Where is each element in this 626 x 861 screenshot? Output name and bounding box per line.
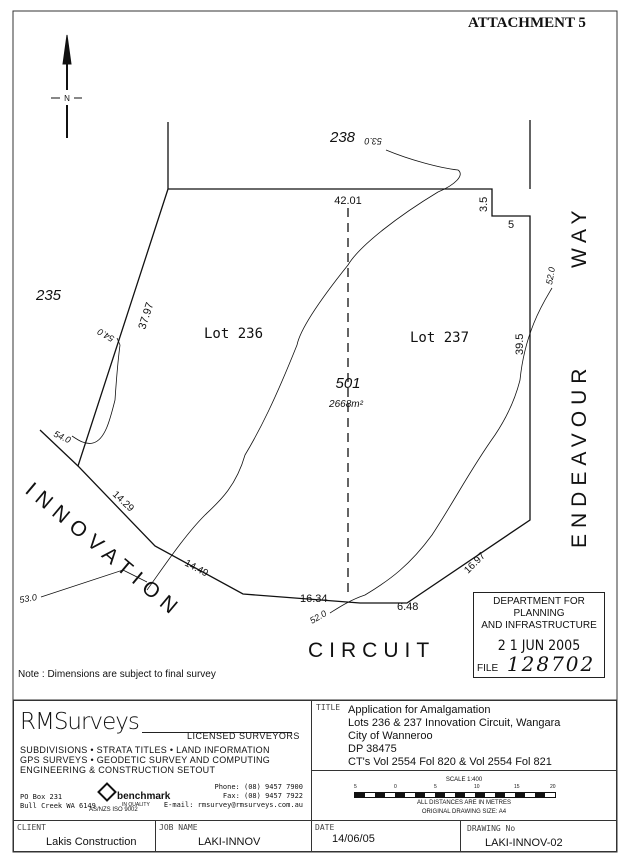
drawing-size: ORIGINAL DRAWING SIZE: A4 bbox=[421, 809, 507, 815]
company-email: E-mail: rmsurvey@rmsurveys.com.au bbox=[163, 801, 303, 809]
approval-stamp: DEPARTMENT FOR PLANNING AND INFRASTRUCTU… bbox=[473, 592, 605, 678]
date-value: 14/06/05 bbox=[332, 833, 375, 845]
scale-ticks: 5 0 5 10 15 20 bbox=[354, 784, 556, 790]
stamp-file-number: 128702 bbox=[506, 652, 596, 676]
dim-frontage-2: 14.49 bbox=[183, 558, 211, 580]
north-arrow-icon bbox=[51, 34, 82, 138]
client-cell: CLIENT Lakis Construction bbox=[13, 820, 156, 852]
stamp-file-label: FILE bbox=[477, 663, 499, 674]
dim-frontage-3: 16.34 bbox=[300, 593, 328, 605]
street-way: WAY bbox=[568, 205, 591, 269]
contour-label: 52.0 bbox=[544, 266, 557, 285]
lot-238-label: 238 bbox=[329, 129, 356, 146]
survey-note: Note : Dimensions are subject to final s… bbox=[18, 669, 216, 680]
lot-235-label: 235 bbox=[35, 287, 62, 304]
stamp-line-2: AND INFRASTRUCTURE bbox=[481, 620, 597, 631]
lot-236-label: Lot 236 bbox=[204, 326, 263, 342]
contour-label: 53.0 bbox=[19, 592, 38, 605]
dim-top: 42.01 bbox=[334, 195, 362, 207]
job-value: LAKI-INNOV bbox=[198, 836, 261, 848]
company-phone: Phone: (08) 9457 7900 bbox=[214, 783, 303, 791]
dim-frontage-1: 14.29 bbox=[110, 489, 136, 514]
contour-lines bbox=[40, 149, 553, 614]
contour-label: 53.0 bbox=[364, 136, 382, 146]
lot-boundary bbox=[39, 120, 531, 604]
iso-cert: AS/NZS ISO 9002 bbox=[89, 807, 138, 813]
contour-label: 54.0 bbox=[96, 327, 116, 344]
dim-notch-vertical: 3.5 bbox=[478, 197, 490, 212]
job-cell: JOB NAME LAKI-INNOV bbox=[155, 820, 312, 852]
contour-label: 52.0 bbox=[308, 608, 328, 625]
benchmark-icon bbox=[97, 782, 117, 802]
scale-bar bbox=[354, 792, 556, 798]
client-value: Lakis Construction bbox=[46, 836, 137, 848]
company-service: ENGINEERING & CONSTRUCTION SETOUT bbox=[20, 765, 216, 775]
street-endeavour: ENDEAVOUR bbox=[568, 363, 591, 548]
stamp-date: 2 1 JUN 2005 bbox=[497, 638, 581, 654]
title-section: TITLE Application for Amalgamation Lots … bbox=[311, 700, 617, 771]
scale-label: SCALE 1:400 bbox=[445, 777, 483, 783]
benchmark-logo: benchmark IN QUALITY bbox=[97, 782, 170, 808]
title-line: DP 38475 bbox=[348, 743, 397, 755]
company-service: SUBDIVISIONS • STRATA TITLES • LAND INFO… bbox=[20, 745, 270, 755]
drawing-number-cell: DRAWING No LAKI-INNOV-02 bbox=[460, 820, 617, 852]
company-tagline: LICENSED SURVEYORS bbox=[187, 731, 300, 741]
dim-right: 39.5 bbox=[514, 334, 526, 355]
scale-section: SCALE 1:400 5 0 5 10 15 20 ALL DISTANCES… bbox=[311, 770, 617, 821]
title-line: City of Wanneroo bbox=[348, 730, 433, 742]
company-logo: RMSurveys bbox=[20, 709, 140, 735]
title-line: CT's Vol 2554 Fol 820 & Vol 2554 Fol 821 bbox=[348, 756, 552, 768]
dim-notch-horizontal: 5 bbox=[508, 219, 514, 231]
title-line: Application for Amalgamation bbox=[348, 704, 491, 716]
new-lot-number: 501 bbox=[335, 375, 360, 392]
drawing-frame bbox=[12, 10, 618, 853]
company-service: GPS SURVEYS • GEODETIC SURVEY AND COMPUT… bbox=[20, 755, 271, 765]
date-cell: DATE 14/06/05 bbox=[311, 820, 461, 852]
company-address-2: Bull Creek WA 6149 bbox=[20, 802, 96, 810]
dim-truncation: 16.97 bbox=[462, 550, 488, 576]
new-lot-area: 2668m² bbox=[328, 399, 364, 410]
title-label: TITLE bbox=[316, 703, 341, 712]
dim-left: 37.97 bbox=[136, 301, 156, 331]
company-fax: Fax: (08) 9457 7922 bbox=[222, 792, 303, 800]
contour-label: 54.0 bbox=[52, 429, 72, 445]
attachment-label: ATTACHMENT 5 bbox=[468, 15, 586, 31]
company-address-1: PO Box 231 bbox=[20, 793, 63, 801]
stamp-line-1: DEPARTMENT FOR PLANNING bbox=[493, 596, 585, 619]
distances-note: ALL DISTANCES ARE IN METRES bbox=[416, 800, 512, 806]
dim-frontage-4: 6.48 bbox=[397, 601, 418, 613]
drawing-number-value: LAKI-INNOV-02 bbox=[485, 837, 563, 849]
north-label: N bbox=[64, 94, 70, 103]
company-block: RMSurveys LICENSED SURVEYORS SUBDIVISION… bbox=[13, 700, 312, 821]
street-circuit: CIRCUIT bbox=[308, 639, 435, 662]
title-line: Lots 236 & 237 Innovation Circuit, Wanga… bbox=[348, 717, 561, 729]
lot-237-label: Lot 237 bbox=[410, 330, 469, 346]
